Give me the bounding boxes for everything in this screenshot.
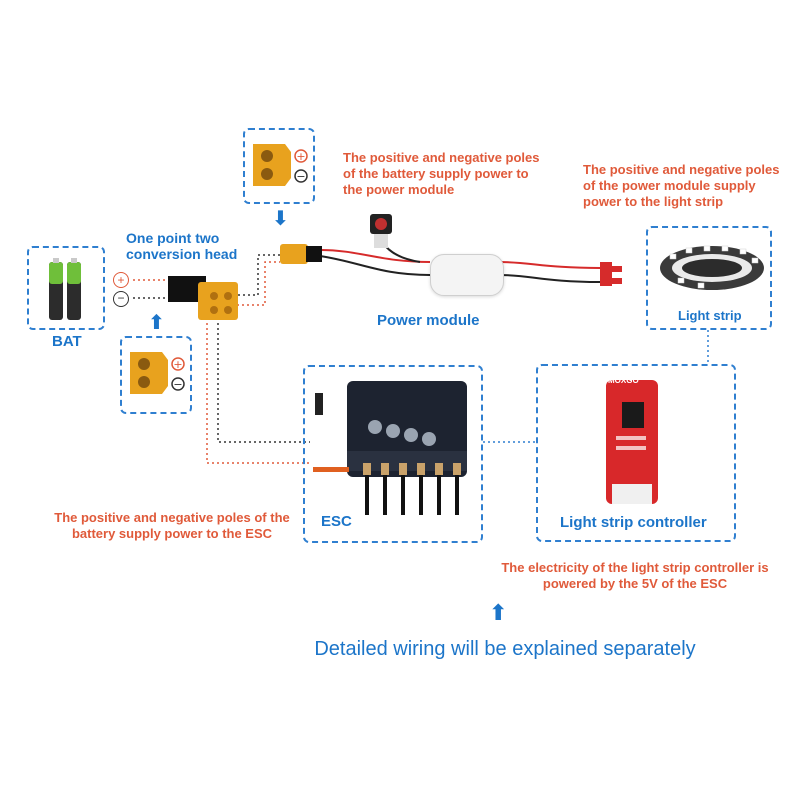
svg-text:+: + [296,150,305,163]
arrow-down-icon: ⬇ [272,208,289,230]
xt60-connector-icon: + − [130,352,185,394]
power-module-body [430,254,504,296]
wire-red-out [499,261,601,269]
svg-text:−: − [173,378,182,391]
head-to-xt-positive [232,261,280,306]
light-strip-icon [660,245,764,290]
svg-text:−: − [296,170,305,183]
light-strip-controller-label: Light strip controller [560,514,707,531]
conversion-head-label: One point two conversion head [126,230,238,262]
negative-symbol: − [113,291,129,307]
note-power-module-to-light-strip: The positive and negative poles of the p… [583,162,780,209]
light-strip-controller-box: MOXGO Light strip controller [536,364,736,542]
battery-box [27,246,105,330]
esc-box: ESC [303,365,483,543]
arrow-up-icon: ⬆ [489,600,508,625]
esc-label: ESC [321,513,352,530]
light-strip-box: Light strip [646,226,772,330]
svg-text:+: + [173,358,182,371]
head-to-esc-negative [217,318,310,443]
controller-board-icon [606,380,658,504]
head-to-xt-negative [238,254,280,296]
note-controller-powered: The electricity of the light strip contr… [501,560,769,591]
head-to-esc-positive [206,318,310,464]
xt60-box-upper: + − [243,128,315,204]
light-strip-label: Light strip [678,308,742,323]
wire-black-out [499,274,601,283]
xt60-box-lower: + − [120,336,192,414]
power-module-label: Power module [377,312,480,329]
bat-label: BAT [52,333,82,350]
footer-note: Detailed wiring will be explained separa… [314,638,696,660]
xt60-connector-icon: + − [253,144,308,186]
esc-board-icon [313,381,467,515]
note-battery-to-power-module: The positive and negative poles of the b… [343,150,540,197]
arrow-up-icon: ⬆ [148,312,165,334]
battery-icon [49,258,81,320]
note-battery-to-esc: The positive and negative poles of the b… [54,510,290,541]
controller-brand: MOXGO [608,376,639,385]
positive-symbol: + [113,272,129,288]
wire-black-in [319,255,431,276]
